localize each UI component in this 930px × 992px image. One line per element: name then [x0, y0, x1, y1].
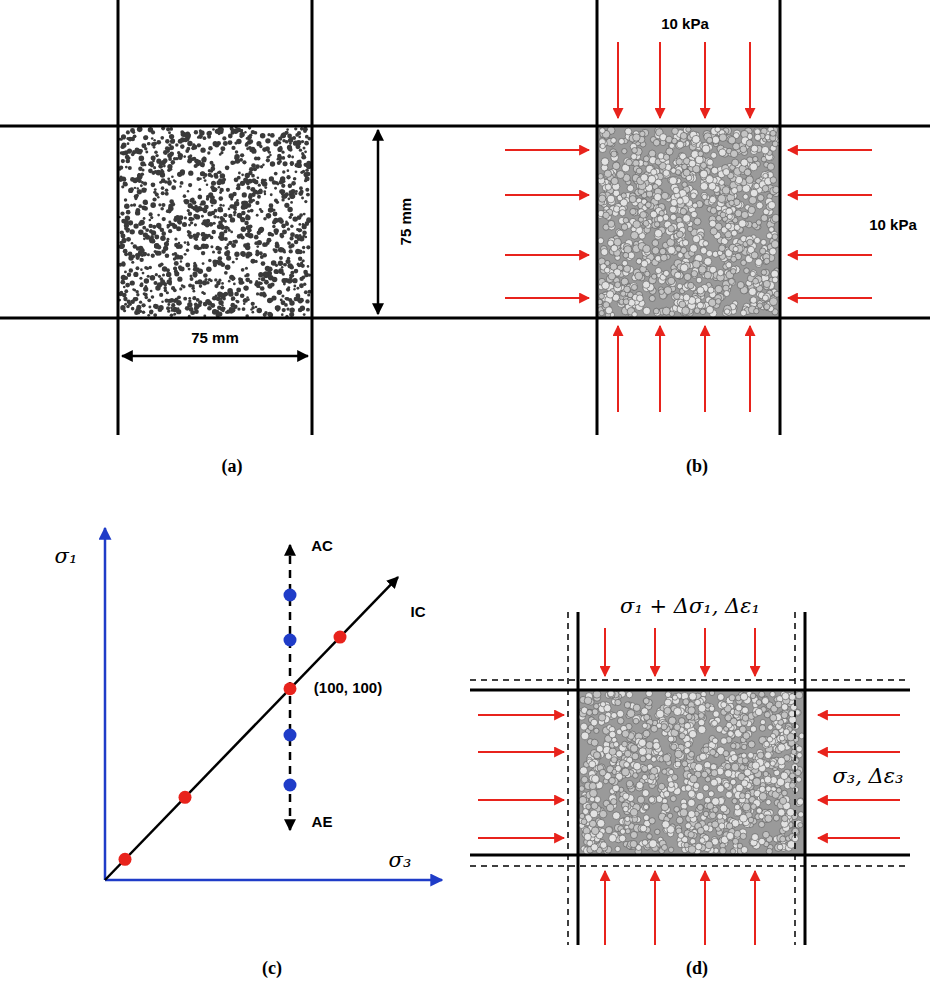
load-arrow: [478, 837, 564, 839]
load-arrow: [788, 297, 872, 299]
panel-caption: (c): [262, 958, 282, 979]
ic-path: [105, 577, 398, 880]
load-label: σ₃, Δε₃: [830, 763, 907, 789]
load-arrow: [818, 837, 900, 839]
load-arrow: [754, 628, 756, 676]
load-arrow: [704, 871, 706, 945]
load-arrow: [617, 326, 619, 412]
load-arrow: [617, 42, 619, 118]
load-arrow: [659, 42, 661, 118]
axis-label: σ₃: [389, 848, 412, 872]
wall-line: [779, 0, 782, 435]
load-arrow: [505, 297, 589, 299]
test-point: [179, 791, 192, 804]
dimension-arrow: [122, 355, 308, 358]
load-label: σ₁ + Δσ₁, Δε₁: [620, 594, 760, 618]
load-label: 10 kPa: [661, 15, 709, 32]
displaced-wall: [470, 865, 910, 867]
load-arrow: [788, 149, 872, 151]
load-arrow: [659, 326, 661, 412]
load-arrow: [749, 42, 751, 118]
displaced-wall: [567, 612, 569, 945]
dimension-label: 75 mm: [397, 198, 414, 246]
panel-caption: (a): [222, 456, 243, 477]
load-arrow: [749, 326, 751, 412]
load-arrow: [505, 194, 589, 196]
wall-line: [465, 317, 930, 320]
path-label: IC: [411, 603, 426, 620]
load-arrow: [818, 751, 900, 753]
test-point: [284, 729, 297, 742]
dimension-label: 75 mm: [191, 329, 239, 346]
load-arrow: [654, 628, 656, 676]
load-arrow: [654, 871, 656, 945]
axis: [104, 528, 107, 880]
wall-line: [117, 0, 120, 435]
load-arrow: [478, 714, 564, 716]
test-point: [284, 682, 297, 695]
wall-line: [0, 317, 465, 320]
load-arrow: [704, 326, 706, 412]
load-arrow: [478, 751, 564, 753]
axis-label: σ₁: [55, 544, 78, 568]
granular-specimen: [597, 126, 780, 318]
wall-line: [0, 125, 465, 128]
path-label: AC: [311, 537, 333, 554]
path-label: AE: [312, 813, 333, 830]
test-point: [119, 853, 132, 866]
panel-caption: (b): [686, 456, 708, 477]
load-arrow: [604, 871, 606, 945]
axis: [105, 879, 442, 882]
load-arrow: [505, 149, 589, 151]
panel-caption: (d): [686, 958, 708, 979]
granular-specimen: [118, 126, 312, 318]
dimension-arrow: [377, 130, 380, 314]
load-arrow: [704, 628, 706, 676]
load-arrow: [505, 254, 589, 256]
test-point: [284, 634, 297, 647]
load-arrow: [704, 42, 706, 118]
wall-line: [577, 612, 580, 945]
load-arrow: [788, 254, 872, 256]
granular-specimen: [578, 690, 805, 855]
load-arrow: [818, 714, 900, 716]
wall-line: [470, 854, 910, 857]
wall-line: [311, 0, 314, 435]
test-point: [284, 589, 297, 602]
load-arrow: [788, 194, 872, 196]
displaced-wall: [794, 612, 796, 945]
load-arrow: [604, 628, 606, 676]
load-arrow: [478, 799, 564, 801]
wall-line: [470, 689, 910, 692]
test-point: [284, 779, 297, 792]
displaced-wall: [470, 679, 910, 681]
test-point: [334, 631, 347, 644]
point-label: (100, 100): [314, 679, 382, 696]
wall-line: [465, 125, 930, 128]
load-label: 10 kPa: [866, 215, 920, 234]
wall-line: [804, 612, 807, 945]
load-arrow: [754, 871, 756, 945]
load-arrow: [818, 799, 900, 801]
wall-line: [596, 0, 599, 435]
